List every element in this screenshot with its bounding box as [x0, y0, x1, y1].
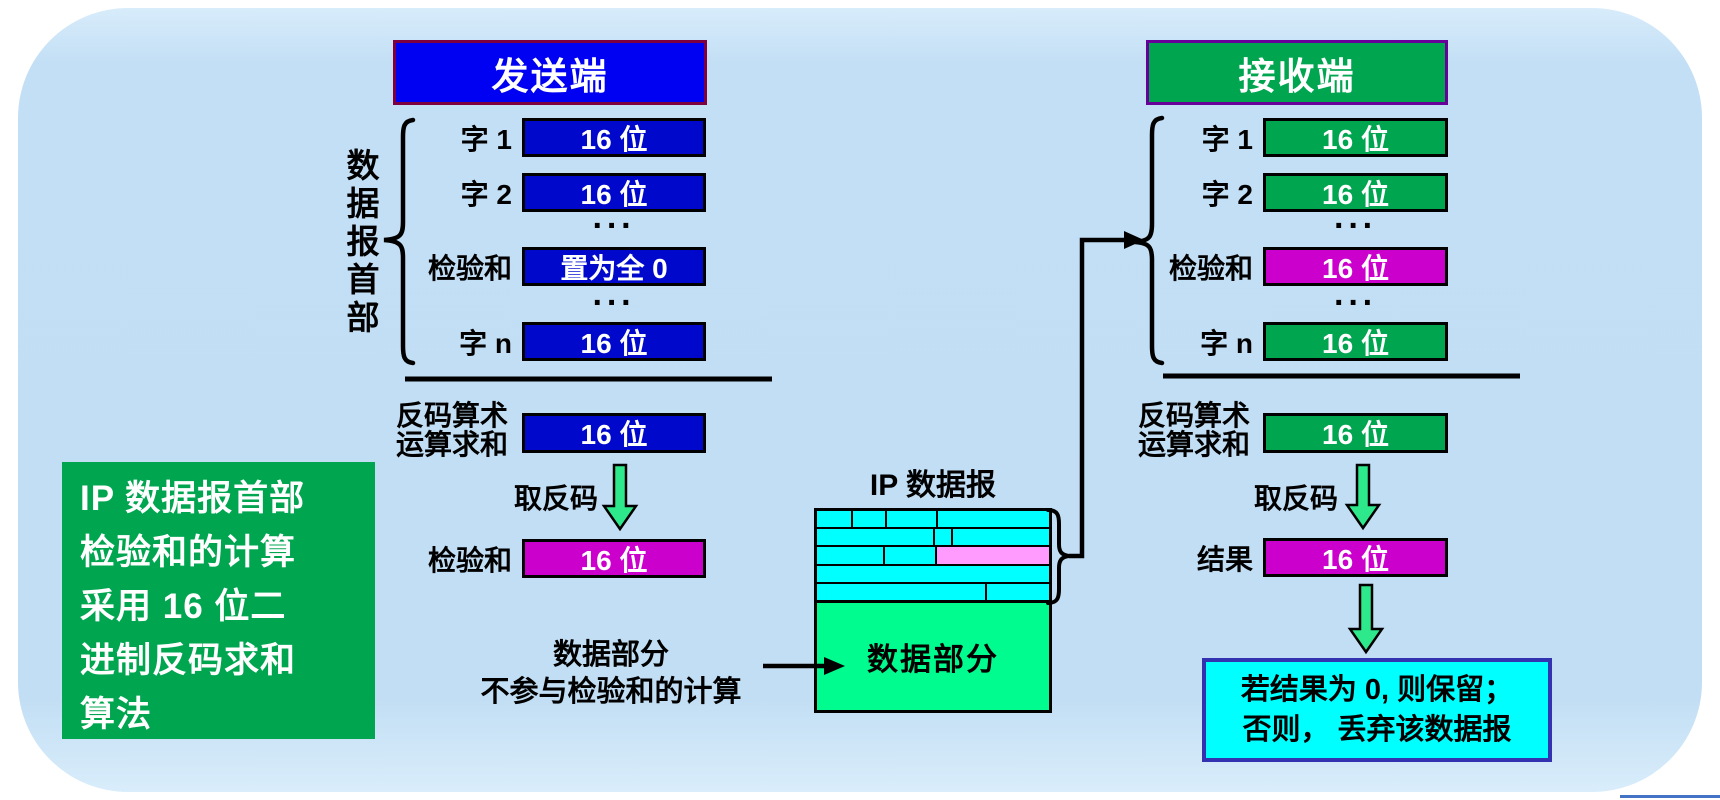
ip-header-cell [986, 583, 1049, 601]
ip-header-cell [852, 511, 885, 528]
ip-header-row4 [817, 565, 1049, 582]
receiver-row-label-checksum: 检验和 [1168, 252, 1253, 284]
sender-row-box-word2: 16 位 [522, 173, 706, 212]
sender-row-box-word1: 16 位 [522, 118, 706, 157]
info-panel-line2: 检验和的计算 [80, 533, 297, 572]
ip-header-row3 [817, 547, 1049, 564]
receiver-row-box-checksum: 16 位 [1263, 247, 1448, 286]
decision-line1: 若结果为 0, 则保留； [1240, 674, 1514, 706]
receiver-row-box-word1: 16 位 [1263, 118, 1448, 157]
sender-row-label-word2: 字 2 [460, 178, 512, 210]
receiver-ellipsis-1: ··· [1334, 206, 1377, 245]
receiver-row-label-wordn: 字 n [1200, 327, 1253, 359]
receiver-row-box-wordn: 16 位 [1263, 322, 1448, 361]
receiver-header: 接收端 [1146, 40, 1448, 105]
ip-header-row2 [817, 529, 1049, 546]
bottom-accent-line [1620, 795, 1720, 798]
ip-header-cell [885, 547, 936, 564]
sender-row-label-word1: 字 1 [460, 123, 512, 155]
info-panel-line1: IP 数据报首部 [80, 479, 306, 518]
info-panel-line5: 算法 [80, 695, 153, 734]
ip-header-cell [938, 511, 1049, 528]
ip-header-checksum-cell [937, 547, 1049, 564]
ip-header-cell [953, 529, 1049, 546]
ip-header-cell [817, 583, 985, 601]
ip-header-row1 [817, 511, 1049, 528]
sender-checksum-box: 16 位 [522, 539, 706, 578]
info-panel: IP 数据报首部 检验和的计算 采用 16 位二 进制反码求和 算法 [62, 462, 375, 739]
ip-header-cell [817, 547, 884, 564]
data-part-note: 数据部分 不参与检验和的计算 [450, 637, 772, 711]
receiver-row-box-word2: 16 位 [1263, 173, 1448, 212]
receiver-result-label: 结果 [1196, 543, 1253, 575]
ip-data-part-box: 数据部分 [814, 600, 1052, 713]
sender-row-box-checksum: 置为全 0 [522, 247, 706, 286]
ip-header-cell [817, 511, 851, 528]
ip-data-part-label: 数据部分 [867, 642, 999, 677]
ip-datagram-title: IP 数据报 [869, 469, 997, 502]
data-part-note-line1: 数据部分 [552, 639, 669, 671]
sender-invert-label: 取反码 [513, 483, 598, 514]
receiver-title: 接收端 [1238, 55, 1356, 97]
receiver-invert-label: 取反码 [1253, 483, 1338, 514]
decision-line2: 否则， 丢弃该数据报 [1242, 714, 1512, 746]
sender-sum-label-line1: 反码算术 [395, 400, 508, 431]
ip-header-cell [935, 529, 952, 546]
sender-sum-box: 16 位 [522, 413, 706, 453]
ip-header-grid [814, 508, 1052, 603]
sender-group-label: 数据报首部 [342, 148, 379, 338]
sender-checksum-label: 检验和 [427, 544, 512, 576]
ip-header-cell [817, 565, 1049, 582]
receiver-row-label-word2: 字 2 [1201, 178, 1253, 210]
sender-row-box-wordn: 16 位 [522, 322, 706, 361]
sender-row-label-wordn: 字 n [459, 327, 512, 359]
receiver-ellipsis-2: ··· [1334, 283, 1377, 322]
receiver-result-box: 16 位 [1263, 538, 1448, 577]
info-panel-line4: 进制反码求和 [80, 641, 297, 680]
sender-header: 发送端 [393, 40, 707, 105]
sender-sum-label: 反码算术 运算求和 [370, 401, 508, 459]
ip-header-cell [886, 511, 937, 528]
receiver-row-label-word1: 字 1 [1201, 123, 1253, 155]
receiver-sum-box: 16 位 [1263, 413, 1448, 453]
receiver-sum-label-line2: 运算求和 [1137, 429, 1250, 460]
data-part-note-line2: 不参与检验和的计算 [480, 676, 742, 708]
sender-title: 发送端 [491, 55, 609, 97]
receiver-sum-label: 反码算术 运算求和 [1112, 401, 1250, 459]
sender-sum-label-line2: 运算求和 [395, 429, 508, 460]
decision-box: 若结果为 0, 则保留； 否则， 丢弃该数据报 [1202, 658, 1552, 762]
receiver-sum-label-line1: 反码算术 [1137, 400, 1250, 431]
sender-ellipsis-2: ··· [592, 283, 636, 322]
ip-header-row5 [817, 583, 1049, 601]
sender-row-label-checksum: 检验和 [427, 252, 512, 284]
sender-ellipsis-1: ··· [592, 206, 636, 245]
info-panel-line3: 采用 16 位二 [80, 587, 287, 626]
ip-header-cell [817, 529, 934, 546]
